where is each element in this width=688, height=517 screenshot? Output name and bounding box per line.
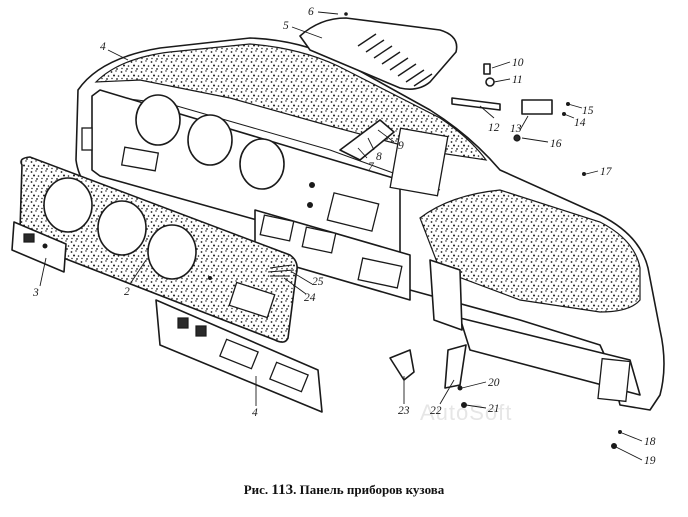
callout-15: 15 [582,105,594,117]
callout-5: 5 [283,20,289,32]
callout-12: 12 [488,122,500,134]
figure-caption: Рис. 113. Панель приборов кузова [0,482,688,499]
callout-labels: 4 5 6 7 8 9 10 11 12 13 14 15 16 17 25 2… [32,6,656,467]
callout-4-bottom: 4 [252,407,258,419]
callout-19: 19 [644,455,656,467]
caption-prefix: Рис. [243,482,272,497]
switch-plate [11,221,67,273]
callout-8: 8 [376,151,382,163]
callout-21: 21 [488,403,500,415]
callout-13: 13 [510,123,522,135]
callout-17: 17 [600,166,613,178]
callout-23: 23 [398,405,410,417]
hardware-parts [267,12,622,449]
speaker-grille-cover [299,17,458,90]
callout-9: 9 [398,140,404,152]
callout-22: 22 [430,405,442,417]
callout-4-top: 4 [100,41,106,53]
caption-number: 113 [271,482,294,498]
callout-16: 16 [550,138,562,150]
callout-6: 6 [308,6,314,18]
callout-24: 24 [304,292,316,304]
callout-7: 7 [368,161,375,173]
callout-18: 18 [644,436,656,448]
callout-leaders [39,11,643,461]
caption-title: . Панель приборов кузова [293,482,445,497]
callout-2: 2 [124,286,130,298]
callout-20: 20 [488,377,500,389]
callout-10: 10 [512,57,524,69]
callout-11: 11 [512,74,523,86]
callout-25: 25 [312,276,324,288]
callout-14: 14 [574,117,586,129]
callout-3: 3 [32,287,39,299]
lower-trim-panel [155,299,323,413]
dashboard-main-panel [75,37,665,411]
